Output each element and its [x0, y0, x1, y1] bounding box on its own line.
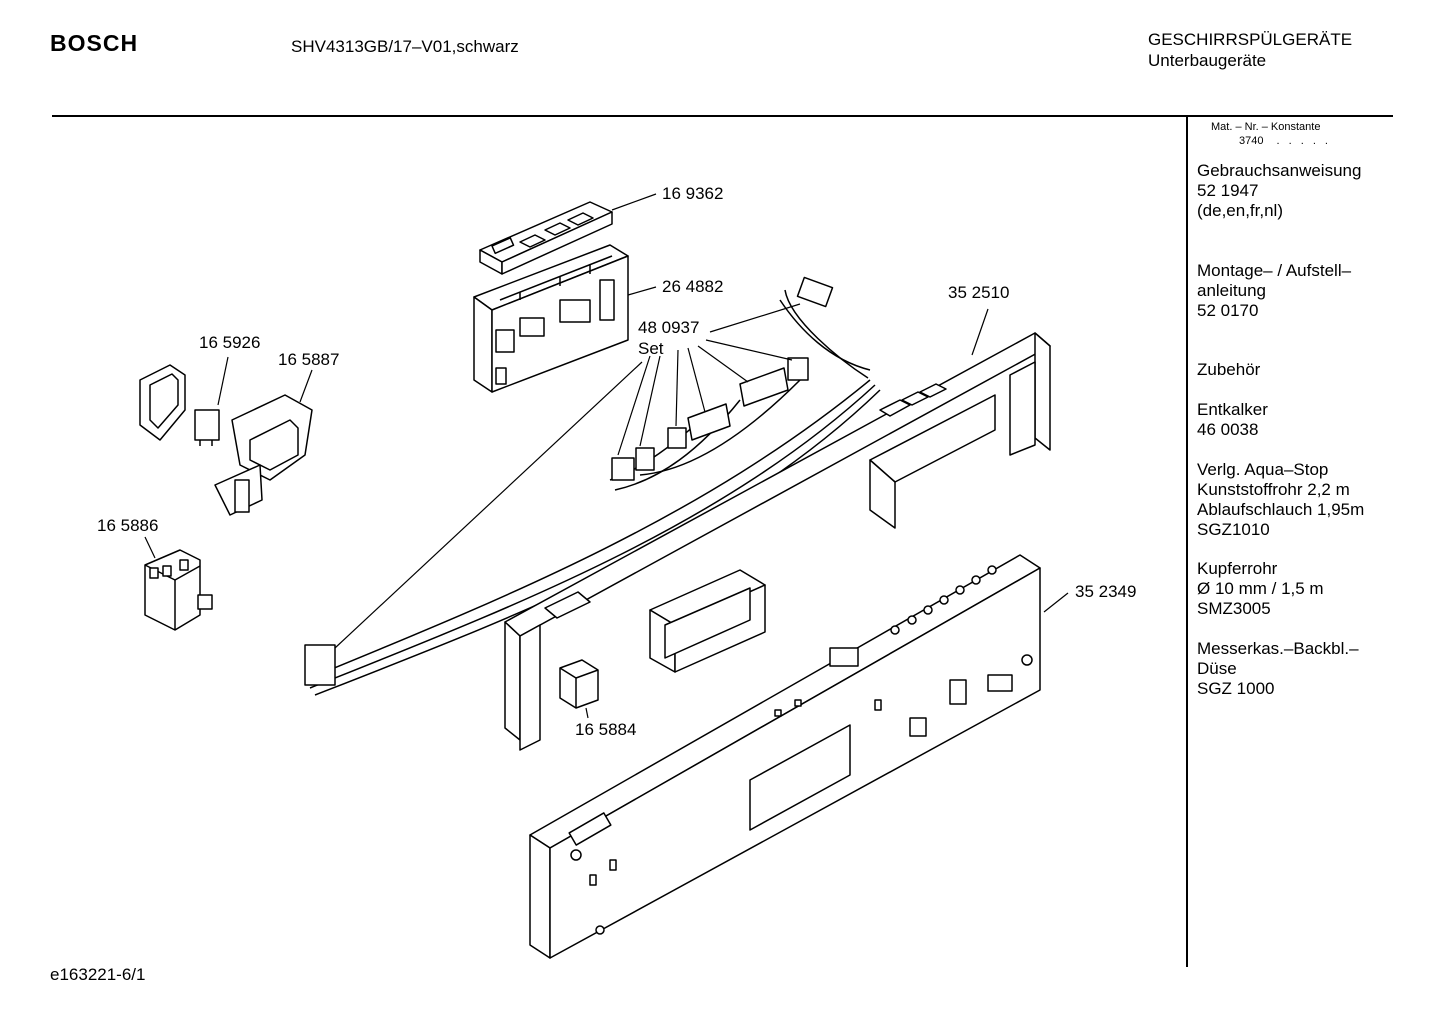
- sidebar-section-installation: Montage– / Aufstell– anleitung 52 0170: [1197, 261, 1351, 321]
- sidebar-line: Montage– / Aufstell–: [1197, 261, 1352, 280]
- leader-lines: [144, 193, 1069, 719]
- part-label-165887: 16 5887: [278, 350, 340, 369]
- sidebar-section-copper-pipe: Kupferrohr Ø 10 mm / 1,5 m SMZ3005: [1197, 559, 1324, 619]
- sidebar-line: 46 0038: [1197, 420, 1259, 439]
- leader-480937-c: [639, 355, 661, 447]
- leader-480937-e: [687, 347, 706, 413]
- part-clip-cover: [139, 364, 186, 441]
- leader-480937-f: [697, 345, 749, 383]
- brand-logo: BOSCH: [50, 30, 139, 56]
- leader-165926: [217, 356, 229, 406]
- part-control-panel: [529, 554, 1041, 959]
- sidebar-line: (de,en,fr,nl): [1197, 201, 1283, 220]
- leader-169362: [611, 193, 657, 211]
- sidebar-line: SMZ3005: [1197, 599, 1271, 618]
- sidebar-line: Kupferrohr: [1197, 559, 1278, 578]
- material-dots: . . . . .: [1276, 135, 1331, 147]
- category-title: GESCHIRRSPÜLGERÄTE: [1148, 30, 1353, 49]
- sidebar-section-manual: Gebrauchsanweisung 52 1947 (de,en,fr,nl): [1197, 161, 1361, 221]
- sidebar-section-accessories: Zubehör: [1197, 360, 1260, 380]
- sidebar-line: 52 0170: [1197, 301, 1259, 320]
- part-electronic-module: [473, 244, 629, 393]
- material-label: Mat. – Nr. – Konstante: [1211, 121, 1321, 133]
- sidebar-section-descaler: Entkalker 46 0038: [1197, 400, 1268, 440]
- part-label-165886: 16 5886: [97, 516, 159, 535]
- leader-480937-b: [617, 355, 651, 456]
- leader-480937-h: [334, 361, 643, 649]
- part-button-cap: [559, 659, 599, 709]
- leader-352349: [1043, 592, 1069, 613]
- sidebar-line: 52 1947: [1197, 181, 1259, 200]
- material-value: 3740: [1239, 135, 1264, 147]
- sidebar-line: Ablaufschlauch 1,95m: [1197, 500, 1365, 519]
- sidebar-line: Kunststoffrohr 2,2 m: [1197, 480, 1350, 499]
- drawing-code: e163221-6/1: [50, 965, 146, 984]
- sidebar-divider: [1186, 116, 1188, 967]
- sidebar-line: Düse: [1197, 659, 1237, 678]
- header-divider: [52, 115, 1393, 117]
- sidebar-line: Ø 10 mm / 1,5 m: [1197, 579, 1324, 598]
- part-harness-connectors: [304, 276, 834, 686]
- part-label-165884: 16 5884: [575, 720, 637, 739]
- sidebar-line: Zubehör: [1197, 360, 1261, 379]
- leader-480937-d: [675, 349, 679, 427]
- sidebar-section-nozzle: Messerkas.–Backbl.– Düse SGZ 1000: [1197, 639, 1359, 699]
- sidebar-line: SGZ 1000: [1197, 679, 1275, 698]
- leader-352510: [971, 308, 989, 356]
- sidebar-line: Gebrauchsanweisung: [1197, 161, 1362, 180]
- sidebar-section-aquastop: Verlg. Aqua–Stop Kunststoffrohr 2,2 m Ab…: [1197, 460, 1364, 540]
- part-label-352349: 35 2349: [1075, 582, 1137, 601]
- leader-480937-g: [705, 339, 793, 361]
- part-label-264882: 26 4882: [662, 277, 724, 296]
- material-value-row: 3740 . . . . .: [1211, 134, 1331, 148]
- part-label-480937-set: Set: [638, 339, 664, 358]
- sidebar-line: SGZ1010: [1197, 520, 1270, 539]
- leader-165887: [299, 369, 313, 403]
- sidebar-line: Verlg. Aqua–Stop: [1197, 460, 1329, 479]
- part-label-480937: 48 0937: [638, 318, 700, 337]
- part-button-strip: [479, 201, 613, 275]
- sidebar-line: Entkalker: [1197, 400, 1268, 419]
- part-switch-block: [144, 549, 213, 631]
- part-label-165926: 16 5926: [199, 333, 261, 352]
- leader-165886: [144, 536, 156, 559]
- part-upper-frame: [504, 332, 1051, 751]
- part-switch-holder: [214, 394, 313, 516]
- leader-264882: [627, 286, 657, 296]
- sidebar-line: anleitung: [1197, 281, 1267, 300]
- material-number-constant: Mat. – Nr. – Konstante 3740 . . . . .: [1211, 120, 1331, 148]
- model-number: SHV4313GB/17–V01,schwarz: [291, 37, 519, 56]
- part-label-352510: 35 2510: [948, 283, 1010, 302]
- exploded-parts-diagram: [139, 193, 1069, 959]
- part-relay: [194, 409, 220, 446]
- leader-480937-a: [709, 303, 801, 333]
- leader-165884: [585, 707, 589, 719]
- sidebar-line: Messerkas.–Backbl.–: [1197, 639, 1359, 658]
- category-subtitle: Unterbaugeräte: [1148, 51, 1267, 70]
- part-label-169362: 16 9362: [662, 184, 724, 203]
